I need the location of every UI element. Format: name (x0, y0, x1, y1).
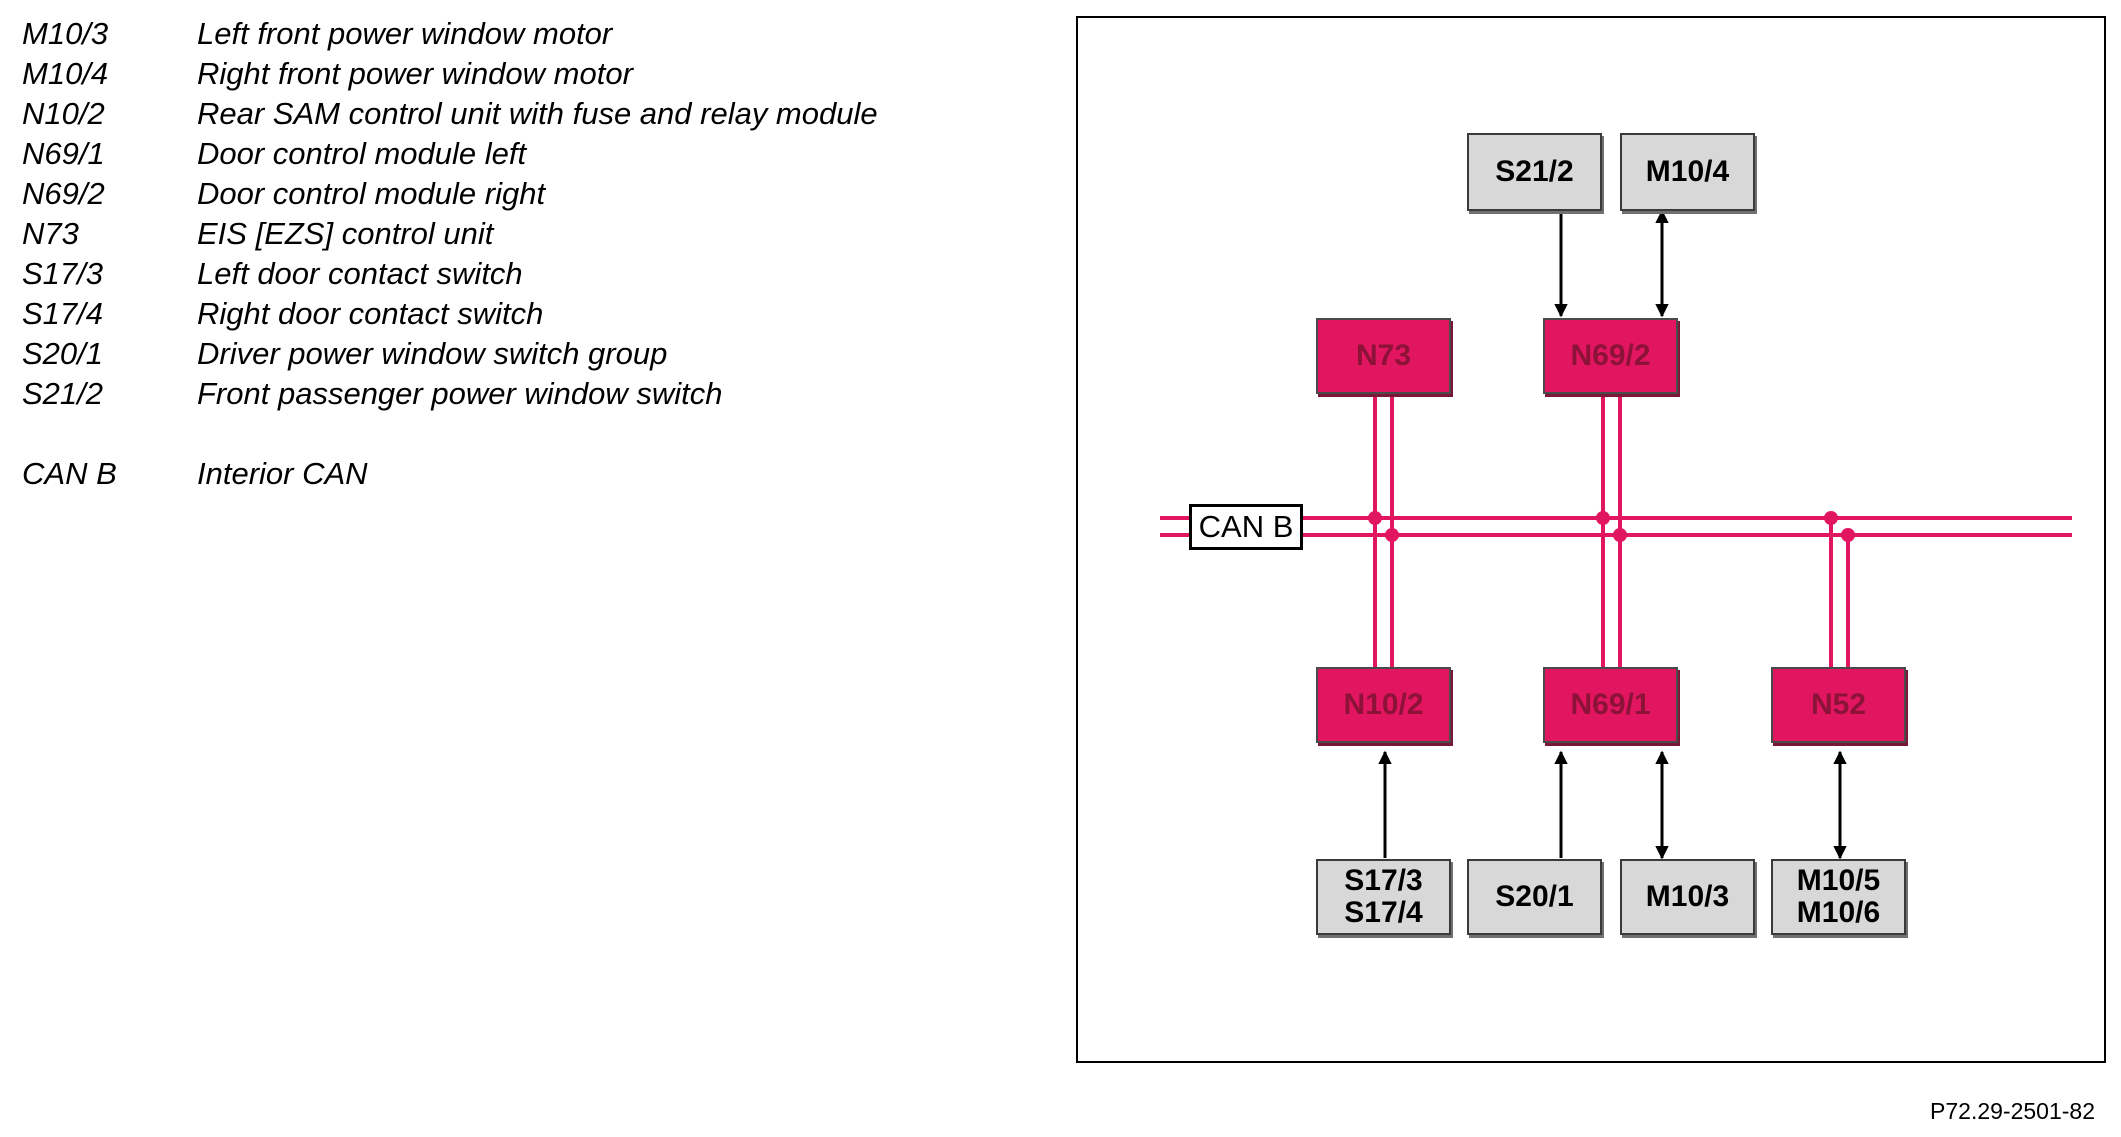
bus-junction-dot (1368, 511, 1382, 525)
component-m10-3: M10/3 (1620, 859, 1755, 935)
component-label: M10/3 (1645, 880, 1730, 913)
bus-junction-dot (1596, 511, 1610, 525)
component-s20-1: S20/1 (1467, 859, 1602, 935)
can-bus-label: CAN B (1189, 504, 1303, 550)
component-label: S17/4 (1344, 896, 1423, 929)
component-m10-4: M10/4 (1620, 133, 1755, 211)
figure-id: P72.29-2501-82 (1930, 1098, 2095, 1124)
ecu-n73: N73 (1316, 318, 1451, 394)
legend-code: N69/1 (22, 136, 105, 171)
legend-code: CAN B (22, 456, 117, 491)
legend-code: M10/4 (22, 56, 109, 91)
legend-desc: Right front power window motor (197, 56, 633, 91)
legend-code: S20/1 (22, 336, 104, 371)
bus-junction-dot (1385, 528, 1399, 542)
legend-code: S17/3 (22, 256, 104, 291)
legend-code: M10/3 (22, 16, 109, 51)
component-label: N69/2 (1570, 339, 1651, 372)
n52-bus-tap-b (1846, 535, 1850, 668)
component-label: S17/3 (1344, 864, 1423, 897)
legend-desc: Left door contact switch (197, 256, 523, 291)
legend-desc: Front passenger power window switch (197, 376, 723, 411)
legend-code: N73 (22, 216, 79, 251)
ecu-n52: N52 (1771, 667, 1906, 743)
legend-code: S17/4 (22, 296, 104, 331)
bus-junction-dot (1824, 511, 1838, 525)
component-label: M10/5 (1796, 864, 1881, 897)
legend-desc: Interior CAN (197, 456, 368, 491)
component-label: S20/1 (1495, 880, 1574, 913)
bus-junction-dot (1613, 528, 1627, 542)
legend-desc: Driver power window switch group (197, 336, 668, 371)
legend-desc: Door control module right (197, 176, 546, 211)
n52-bus-tap-a (1829, 517, 1833, 668)
n69-bus-tap-a (1601, 392, 1605, 668)
legend-desc: Right door contact switch (197, 296, 544, 331)
legend-code: S21/2 (22, 376, 104, 411)
ecu-n10-2: N10/2 (1316, 667, 1451, 743)
component-label: N73 (1355, 339, 1412, 372)
legend-code: N69/2 (22, 176, 105, 211)
ecu-n69-2: N69/2 (1543, 318, 1678, 394)
n73-bus-tap-a (1373, 392, 1377, 668)
ecu-n69-1: N69/1 (1543, 667, 1678, 743)
legend-code: N10/2 (22, 96, 105, 131)
component-label: M10/4 (1645, 155, 1730, 188)
legend-desc: Left front power window motor (197, 16, 613, 51)
component-label: M10/6 (1796, 896, 1881, 929)
legend-desc: Rear SAM control unit with fuse and rela… (197, 96, 878, 131)
component-label: N10/2 (1343, 688, 1424, 721)
component-label: N69/1 (1570, 688, 1651, 721)
legend-desc: Door control module left (197, 136, 527, 171)
legend-desc: EIS [EZS] control unit (197, 216, 494, 251)
can-bus-line-upper (1160, 516, 2072, 520)
component-s21-2: S21/2 (1467, 133, 1602, 211)
component-label: N52 (1810, 688, 1867, 721)
diagram-frame (1076, 16, 2106, 1063)
component-label: S21/2 (1495, 155, 1574, 188)
bus-junction-dot (1841, 528, 1855, 542)
